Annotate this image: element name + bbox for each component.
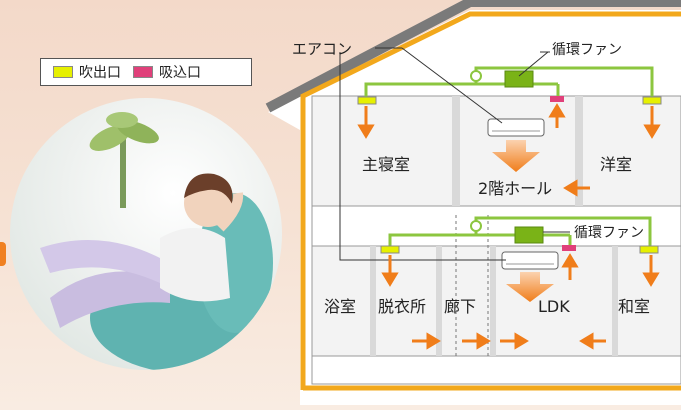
aircon-lower-flow-arrow	[506, 272, 554, 302]
upper-floor	[311, 95, 681, 207]
family-photo	[10, 98, 282, 370]
upper-fan-icon	[504, 70, 534, 88]
lower-wall-4	[612, 246, 618, 356]
lower-fan-icon	[514, 226, 544, 244]
outlet-3	[380, 245, 400, 254]
airflow-arrows	[357, 103, 661, 350]
legend-inlet-label: 吸込口	[159, 65, 201, 81]
upper-wall-1	[452, 96, 460, 206]
room-bath: 浴室	[324, 297, 356, 316]
room-dressing: 脱衣所	[378, 297, 426, 316]
outlet-4	[639, 245, 659, 254]
legend-inlet: 吸込口	[133, 62, 201, 82]
duct-joint-upper	[470, 70, 482, 82]
fan-label-bottom: 循環ファン	[574, 225, 644, 241]
inlet-swatch	[133, 66, 153, 78]
lower-wall-3	[490, 246, 496, 356]
fan-leader-top	[518, 51, 549, 77]
inlet-2	[562, 245, 576, 251]
legend-outlet-label: 吹出口	[79, 65, 121, 81]
aircon-leader-b	[339, 52, 506, 261]
room-hall: 2階ホール	[478, 179, 552, 198]
room-western: 洋室	[600, 155, 632, 174]
outlet-2	[642, 96, 662, 105]
room-hallway: 廊下	[444, 297, 476, 316]
photo-illustration	[40, 112, 280, 370]
outlet-swatch	[53, 66, 73, 78]
mid-slab	[311, 205, 681, 247]
legend-outlet: 吹出口	[53, 62, 121, 82]
lower-wall-1	[370, 246, 376, 356]
upper-wall-2	[575, 96, 583, 206]
outlet-1	[357, 96, 377, 105]
base-slab	[311, 355, 681, 385]
insulation-line	[300, 11, 681, 390]
fan-label-top: 循環ファン	[552, 42, 622, 58]
roof-line	[265, 0, 681, 113]
aircon-label: エアコン	[292, 40, 352, 58]
aircon-upper-icon	[487, 118, 545, 137]
legend: 吹出口 吸込口	[40, 58, 252, 86]
edge-marker	[0, 242, 6, 266]
inlet-1	[550, 96, 564, 102]
duct-joint-lower	[470, 220, 482, 232]
aircon-upper-flow-arrow	[492, 140, 540, 172]
room-ldk: LDK	[538, 297, 570, 316]
room-master-bedroom: 主寝室	[362, 155, 410, 174]
room-japanese: 和室	[618, 297, 650, 316]
lower-wall-2	[436, 246, 442, 356]
aircon-lower-icon	[501, 251, 559, 270]
